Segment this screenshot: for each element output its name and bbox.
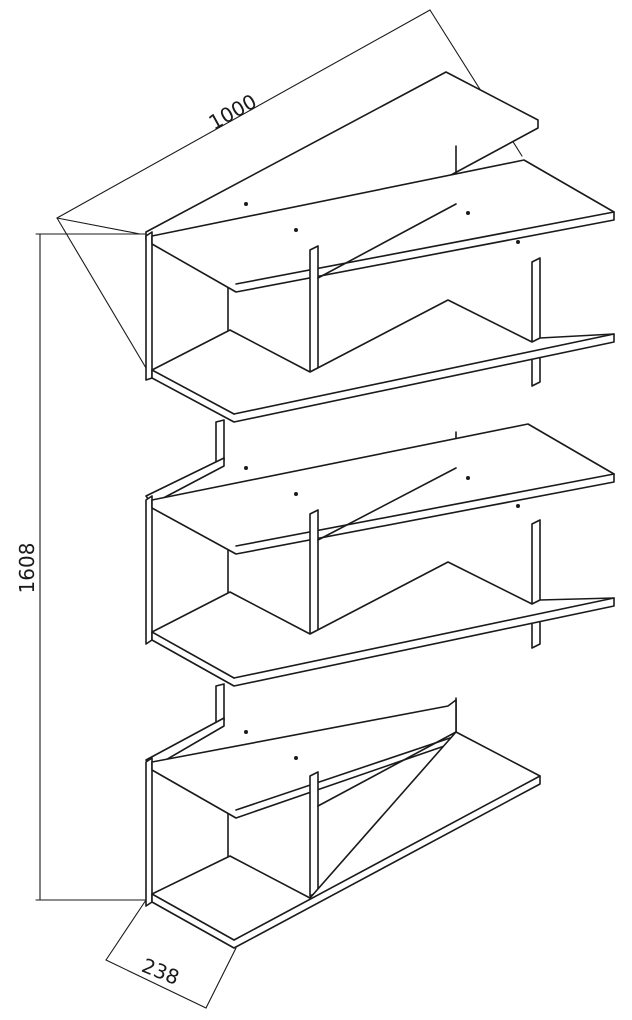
bottom-divider — [309, 771, 319, 897]
dimension-height: 1608 — [15, 233, 147, 901]
middle-lower-shelf — [151, 561, 615, 687]
top-divider-left — [309, 245, 319, 373]
middle-divider-left — [309, 509, 319, 635]
section-middle — [145, 423, 615, 687]
section-top — [145, 71, 615, 423]
connector-post-1 — [215, 419, 225, 463]
top-lower-shelf — [151, 299, 615, 423]
top-left-side — [145, 231, 153, 381]
middle-divider-right — [531, 519, 541, 649]
middle-upper-shelf — [151, 423, 615, 555]
depth-label: 238 — [138, 953, 182, 990]
middle-left-side — [145, 495, 153, 645]
connector-post-2 — [215, 683, 225, 723]
bottom-left-side — [145, 757, 153, 907]
height-label: 1608 — [15, 543, 39, 594]
top-upper-shelf — [151, 159, 615, 293]
top-divider-right — [531, 257, 541, 387]
section-bottom — [145, 697, 541, 949]
width-label: 1000 — [205, 89, 261, 135]
